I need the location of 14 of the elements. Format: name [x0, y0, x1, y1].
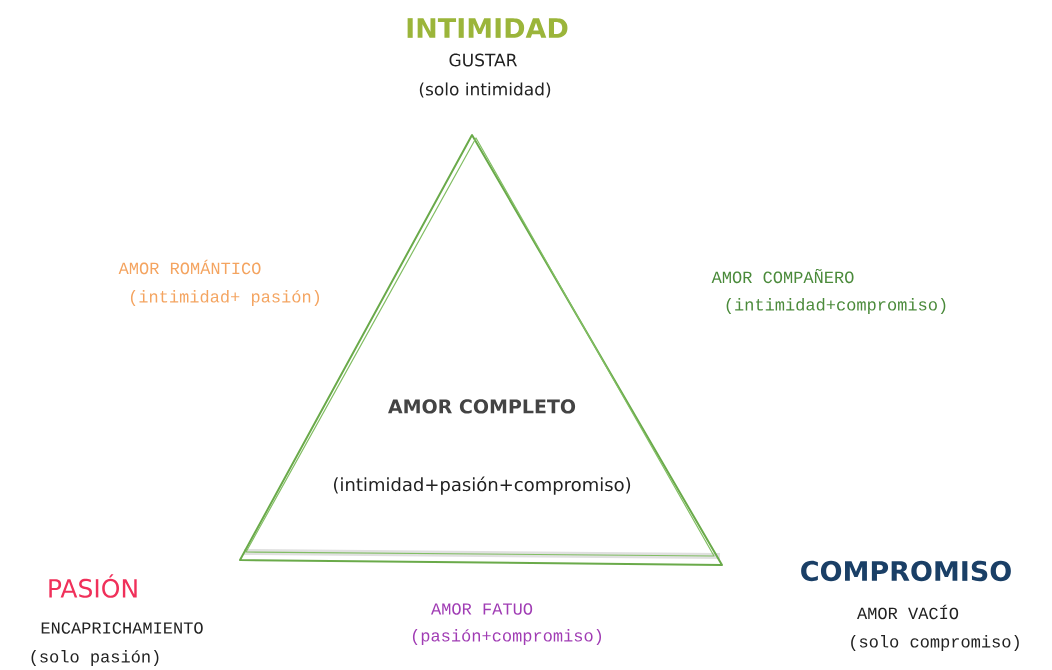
label-text: (solo intimidad): [419, 82, 551, 98]
corner-heading: PASIÓN: [49, 574, 137, 598]
label-text: (intimidad+ pasión): [130, 290, 320, 306]
label-text: GUSTAR: [449, 53, 517, 67]
label-text: (solo compromiso): [851, 635, 1019, 651]
label-text: ENCAPRICHAMIENTO: [41, 622, 203, 634]
label-text: AMOR FATUO: [431, 603, 533, 615]
label-text: (pasión+compromiso): [412, 629, 602, 645]
label-text: (solo pasión): [31, 650, 159, 666]
corner-heading: INTIMIDAD: [407, 18, 568, 38]
label-text: AMOR ROMÁNTICO: [118, 259, 261, 275]
label-text: AMOR VACÍO: [857, 604, 959, 620]
corner-heading: COMPROMISO: [801, 560, 1011, 582]
label-text: AMOR COMPAÑERO: [711, 268, 854, 284]
